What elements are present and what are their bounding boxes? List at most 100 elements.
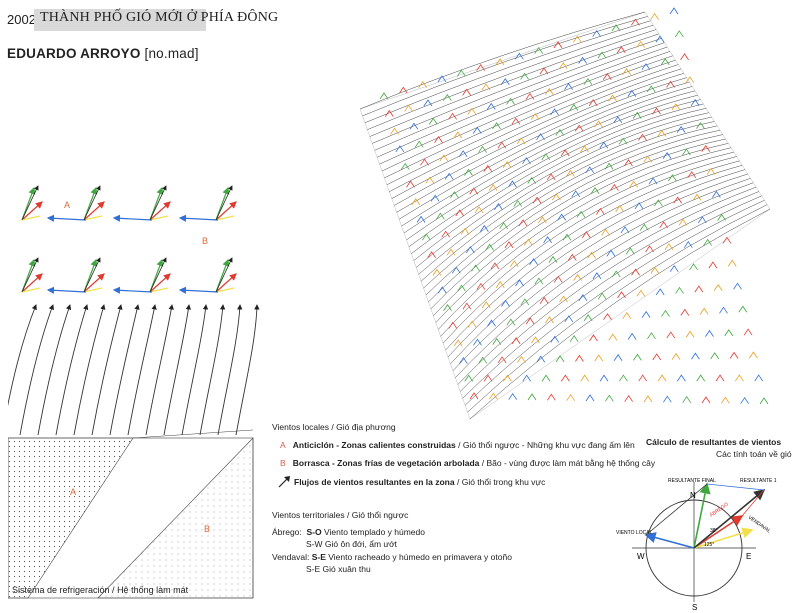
field-vector	[724, 329, 734, 337]
field-vector	[499, 222, 509, 230]
field-vector	[390, 127, 399, 135]
field-vector	[462, 88, 471, 96]
field-vector	[450, 191, 459, 199]
field-vector	[476, 282, 486, 290]
field-vector	[689, 263, 698, 271]
field-line	[416, 112, 709, 268]
field-vector	[638, 374, 648, 382]
field-vector	[529, 258, 538, 266]
field-vector	[708, 261, 718, 269]
field-vector	[504, 241, 514, 249]
field-vector	[483, 374, 493, 382]
field-vector	[513, 199, 523, 207]
field-vector	[680, 53, 689, 61]
north-label: N	[690, 491, 696, 500]
field-vector	[722, 236, 732, 244]
field-vector	[520, 72, 529, 80]
field-vector	[497, 141, 507, 149]
field-vector	[536, 355, 546, 363]
field-vector	[467, 320, 477, 328]
field-vector	[527, 176, 537, 184]
vendaval-label: VENDAVAL	[747, 515, 772, 535]
field-vector	[511, 117, 521, 125]
field-line	[420, 121, 715, 282]
field-vector	[518, 219, 528, 227]
field-vector	[717, 213, 726, 221]
field-line	[464, 200, 765, 406]
field-vector	[525, 317, 535, 325]
field-vector	[480, 224, 489, 232]
field-line	[362, 16, 648, 117]
field-vector	[422, 233, 431, 241]
year: 2002	[7, 12, 36, 27]
field-vector	[678, 218, 688, 226]
field-vector	[555, 355, 565, 363]
field-vector	[465, 246, 475, 254]
field-vector	[527, 393, 537, 401]
field-vector	[706, 167, 716, 175]
field-vector	[571, 190, 581, 198]
field-vector	[487, 319, 496, 327]
field-vector	[622, 311, 632, 319]
field-vector	[713, 284, 723, 291]
field-vector	[606, 249, 616, 257]
field-vector	[608, 333, 618, 341]
vector-group	[21, 257, 43, 293]
field-vector	[738, 305, 748, 313]
field-line	[447, 169, 746, 358]
field-line	[428, 134, 723, 303]
field-vector	[492, 337, 502, 345]
field-vector	[652, 353, 662, 361]
field-vector	[428, 117, 438, 125]
field-vector	[462, 302, 472, 310]
field-line	[455, 182, 754, 378]
field-vector	[552, 193, 561, 201]
field-vector	[544, 87, 554, 95]
field-vector	[430, 194, 440, 202]
field-vector	[478, 356, 488, 364]
field-vector	[675, 286, 684, 294]
field-vector	[655, 288, 665, 296]
field-vector	[522, 157, 531, 165]
field-vector	[489, 392, 498, 400]
field-vector	[553, 41, 563, 49]
field-vector	[659, 221, 668, 229]
field-vector	[545, 316, 554, 324]
field-line	[450, 173, 748, 365]
field-vector	[411, 198, 421, 206]
field-vector	[638, 133, 647, 141]
field-vector	[467, 107, 477, 115]
field-vector	[664, 243, 674, 251]
field-vector	[490, 262, 500, 270]
field-vector	[501, 299, 510, 307]
field-vector	[566, 169, 575, 177]
field-vector	[712, 190, 721, 198]
field-line	[433, 143, 729, 316]
streamline	[19, 304, 54, 436]
field-vector	[599, 141, 609, 149]
field-vector	[603, 313, 612, 321]
field-vector	[559, 295, 568, 303]
field-vector	[643, 395, 653, 403]
field-vector	[409, 122, 419, 130]
field-vector	[594, 354, 604, 362]
field-vector	[492, 122, 501, 130]
field-vector	[661, 309, 670, 317]
field-vector	[657, 374, 667, 382]
field-vector	[671, 352, 681, 360]
field-vector	[459, 356, 468, 364]
field-vector	[699, 307, 709, 315]
field-vector	[523, 238, 533, 246]
field-vector	[585, 166, 595, 174]
field-vector	[641, 310, 651, 318]
field-vector	[460, 227, 470, 235]
field-line	[460, 191, 759, 392]
angle-125-label: 125°	[704, 542, 714, 548]
field-line	[413, 108, 707, 261]
field-vector	[671, 103, 681, 111]
field-vector	[601, 228, 610, 236]
field-vector	[636, 40, 645, 48]
field-vector	[520, 298, 530, 306]
field-vector	[517, 355, 526, 363]
field-vector	[432, 268, 442, 276]
